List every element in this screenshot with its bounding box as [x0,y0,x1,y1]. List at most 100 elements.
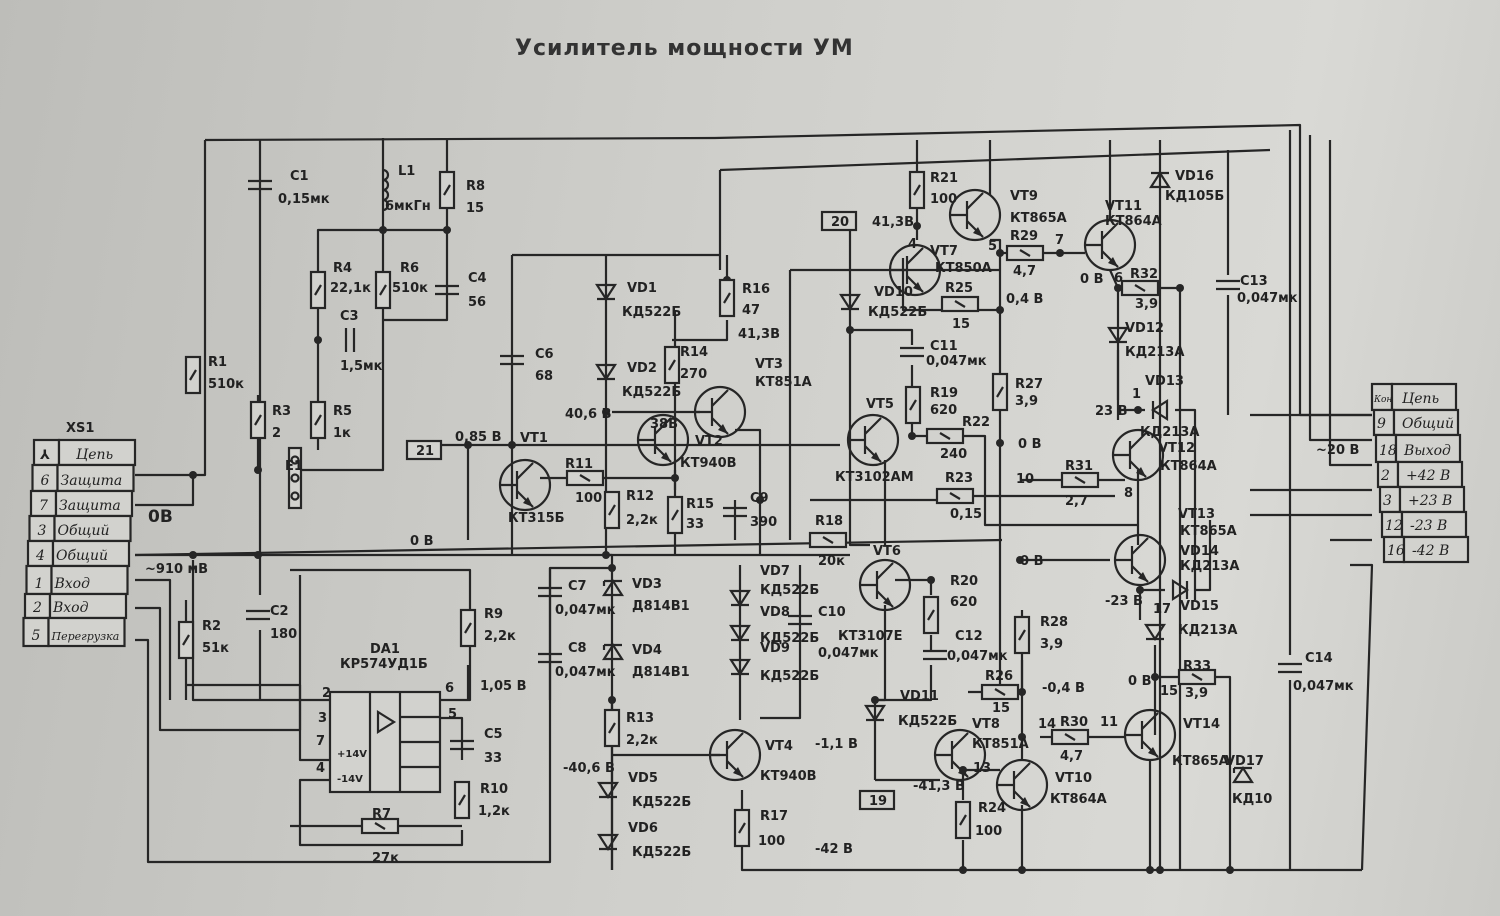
voltage-label: ~20 В [1316,443,1359,458]
node-number: 7 [1055,233,1064,248]
component-ref: VD5 [628,771,658,786]
component-value: 3,9 [1040,637,1063,652]
voltage-label: 0,4 В [1006,292,1043,307]
diode-vd2 [594,363,618,382]
component-value: 0,15мк [278,192,330,207]
component-value: КТ851А [755,375,812,390]
resistor-r1 [184,355,202,395]
terminal-19: 19 [858,789,896,811]
component-ref: R8 [466,179,485,194]
diode-vd14 [1171,578,1190,602]
wire [960,434,1138,527]
capacitor-c8 [538,652,562,664]
wire [135,578,172,700]
component-ref: R31 [1065,459,1093,474]
component-value: 100 [575,491,602,506]
wire [1175,408,1197,600]
resistor-r19 [904,385,922,425]
component-ref: C14 [1305,651,1333,666]
component-value: 15 [992,701,1010,716]
node-number: 11 [1100,715,1118,730]
capacitor-c2 [246,609,270,621]
component-value: 68 [535,369,553,384]
connector-net-name: +42 В [1406,468,1450,484]
wire [290,568,472,702]
junction-dot [1018,866,1026,874]
connector-pin-number: 3 [38,523,47,539]
component-ref: C8 [568,641,587,656]
junction-dot [927,576,935,584]
component-value: 4,7 [1013,264,1036,279]
voltage-label: 0,85 В [455,430,502,445]
component-value: КД522Б [760,583,819,598]
component-ref: R33 [1183,659,1211,674]
component-value: 620 [930,403,957,418]
component-value: 4,7 [1060,749,1083,764]
connector-net-cell [54,489,134,518]
capacitor-c5 [450,739,474,751]
component-value: КТ865А [1172,754,1229,769]
component-ref: VT2 [695,434,723,449]
junction-dot [913,222,921,230]
voltage-label: 40,6 В [565,407,612,422]
component-value: КТ864А [1050,792,1107,807]
component-ref: R11 [565,457,593,472]
components: C10,15мкL16мкГнR815R422,1кR6510кC456C31,… [177,164,1354,866]
voltage-label: -41,3 В [913,779,965,794]
component-ref: R27 [1015,377,1043,392]
junction-dot [1016,556,1024,564]
resistor-r24 [954,800,972,840]
voltage-label: 0 В [1080,272,1103,287]
component-value: КТ864А [1105,214,1162,229]
component-ref: VD4 [632,643,662,658]
junction-dot [908,432,916,440]
transistor-vt11 [1083,218,1137,272]
component-ref: VT13 [1178,507,1215,522]
voltage-label: 0 В [1018,437,1041,452]
component-value: КД213А [1178,623,1237,638]
component-value: КТ3107Е [838,629,903,644]
wire [1350,563,1374,871]
diode-vd7 [728,589,752,608]
wire [296,340,385,472]
resistor-r21 [908,170,926,210]
capacitor-c7 [538,586,562,598]
component-ref: R6 [400,261,419,276]
resistor-r22 [925,427,965,445]
component-value: 2,2к [626,513,658,528]
component-value: 22,1к [330,281,371,296]
connector-header-net: Цепь [76,447,113,463]
junction-dot [996,306,1004,314]
junction-dot [1156,866,1164,874]
ic-pin-number: 4 [316,761,325,776]
junction-dot [508,441,516,449]
capacitor-c9 [723,506,747,518]
capacitor-c12 [923,649,947,661]
component-ref: VT14 [1183,717,1220,732]
component-ref: R14 [680,345,708,360]
component-value: 0,047мк [947,649,1008,664]
component-value: КТ315Б [508,511,565,526]
component-ref: R3 [272,404,291,419]
component-ref: R19 [930,386,958,401]
component-ref: VT9 [1010,189,1038,204]
component-value: 0,047мк [1237,291,1298,306]
voltage-label: -40,6 В [563,761,615,776]
component-ref: R29 [1010,229,1038,244]
junction-dot [1136,586,1144,594]
junction-dot [996,439,1004,447]
component-value: 3,9 [1135,297,1158,312]
zener-diode-vd4 [601,642,625,661]
component-ref: C12 [955,629,983,644]
component-ref: R15 [686,497,714,512]
resistor-r31 [1060,471,1100,489]
wire [735,428,762,555]
voltage-label: -23 В [1105,594,1143,609]
transistor-vt5 [846,413,900,467]
junction-dot [846,326,854,334]
component-ref: R23 [945,471,973,486]
component-value: КТ3102АМ [835,470,914,485]
